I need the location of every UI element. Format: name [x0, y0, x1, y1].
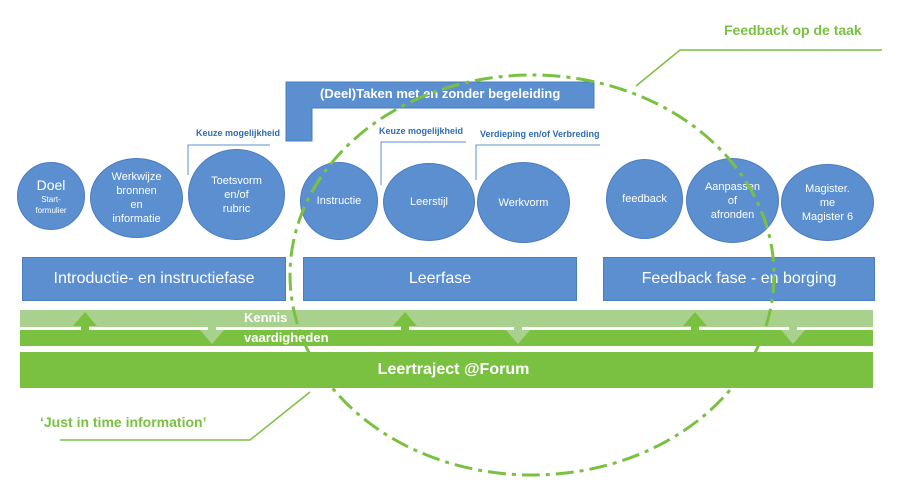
leerstijl-label: Leerstijl: [410, 196, 448, 208]
toets-line-3: rubric: [222, 202, 251, 215]
aanpassen-line-3: afronden: [710, 208, 755, 221]
circle-toetsvorm: Toetsvorm en/of rubric: [188, 149, 285, 240]
werkwijze-line-4: informatie: [112, 213, 161, 225]
circle-magister: Magister. me Magister 6: [781, 164, 874, 241]
aanpassen-line-2: of: [727, 194, 738, 207]
leertraject-band: [20, 352, 873, 388]
toets-line-1: Toetsvorm: [211, 174, 262, 187]
circle-feedback: feedback: [606, 159, 683, 239]
werkwijze-line-1: Werkwijze: [111, 171, 162, 183]
kennis-label: Kennis: [244, 310, 288, 325]
feedback-label: feedback: [622, 193, 667, 205]
magister-line-3: Magister 6: [801, 210, 854, 223]
note-keuze-1: Keuze mogelijkheid: [196, 128, 281, 138]
magister-line-1: Magister.: [805, 182, 850, 195]
note-keuze-2: Keuze mogelijkheid: [379, 126, 464, 136]
note-verdieping: Verdieping en/of Verbreding: [480, 129, 600, 139]
instructie-label: Instructie: [316, 195, 362, 207]
circle-werkwijze: Werkwijze bronnen en informatie: [90, 158, 183, 238]
kennis-band: [20, 310, 873, 327]
doel-sub-1: Start-: [41, 194, 61, 204]
magister-line-2: me: [819, 196, 836, 209]
header-box-label: (Deel)Taken met en zonder begeleiding: [320, 86, 561, 101]
circle-aanpassen: Aanpassen of afronden: [686, 158, 779, 243]
vaardigheden-label: vaardigheden: [244, 330, 329, 345]
doel-sub-2: formulier: [35, 205, 67, 215]
vaardigheden-band: [20, 330, 873, 346]
werkwijze-line-3: en: [130, 199, 143, 211]
werkvorm-label: Werkvorm: [498, 196, 549, 209]
doel-label: Doel: [36, 176, 66, 193]
circle-instructie: Instructie: [300, 162, 378, 240]
feedback-op-de-taak: Feedback op de taak: [724, 22, 862, 38]
werkwijze-line-2: bronnen: [116, 185, 157, 197]
phase-feedback: Feedback fase - en borging: [603, 257, 875, 301]
circle-doel: Doel Start- formulier: [17, 162, 85, 230]
circle-werkvorm: Werkvorm: [477, 162, 570, 243]
leertraject-label: Leertraject @Forum: [377, 361, 530, 378]
toets-line-2: en/of: [224, 188, 249, 201]
just-in-time-information: ‘Just in time information’: [40, 414, 207, 430]
phase-intro: Introductie- en instructiefase: [22, 257, 286, 301]
phase-leer: Leerfase: [303, 257, 577, 301]
circle-leerstijl: Leerstijl: [383, 163, 475, 241]
